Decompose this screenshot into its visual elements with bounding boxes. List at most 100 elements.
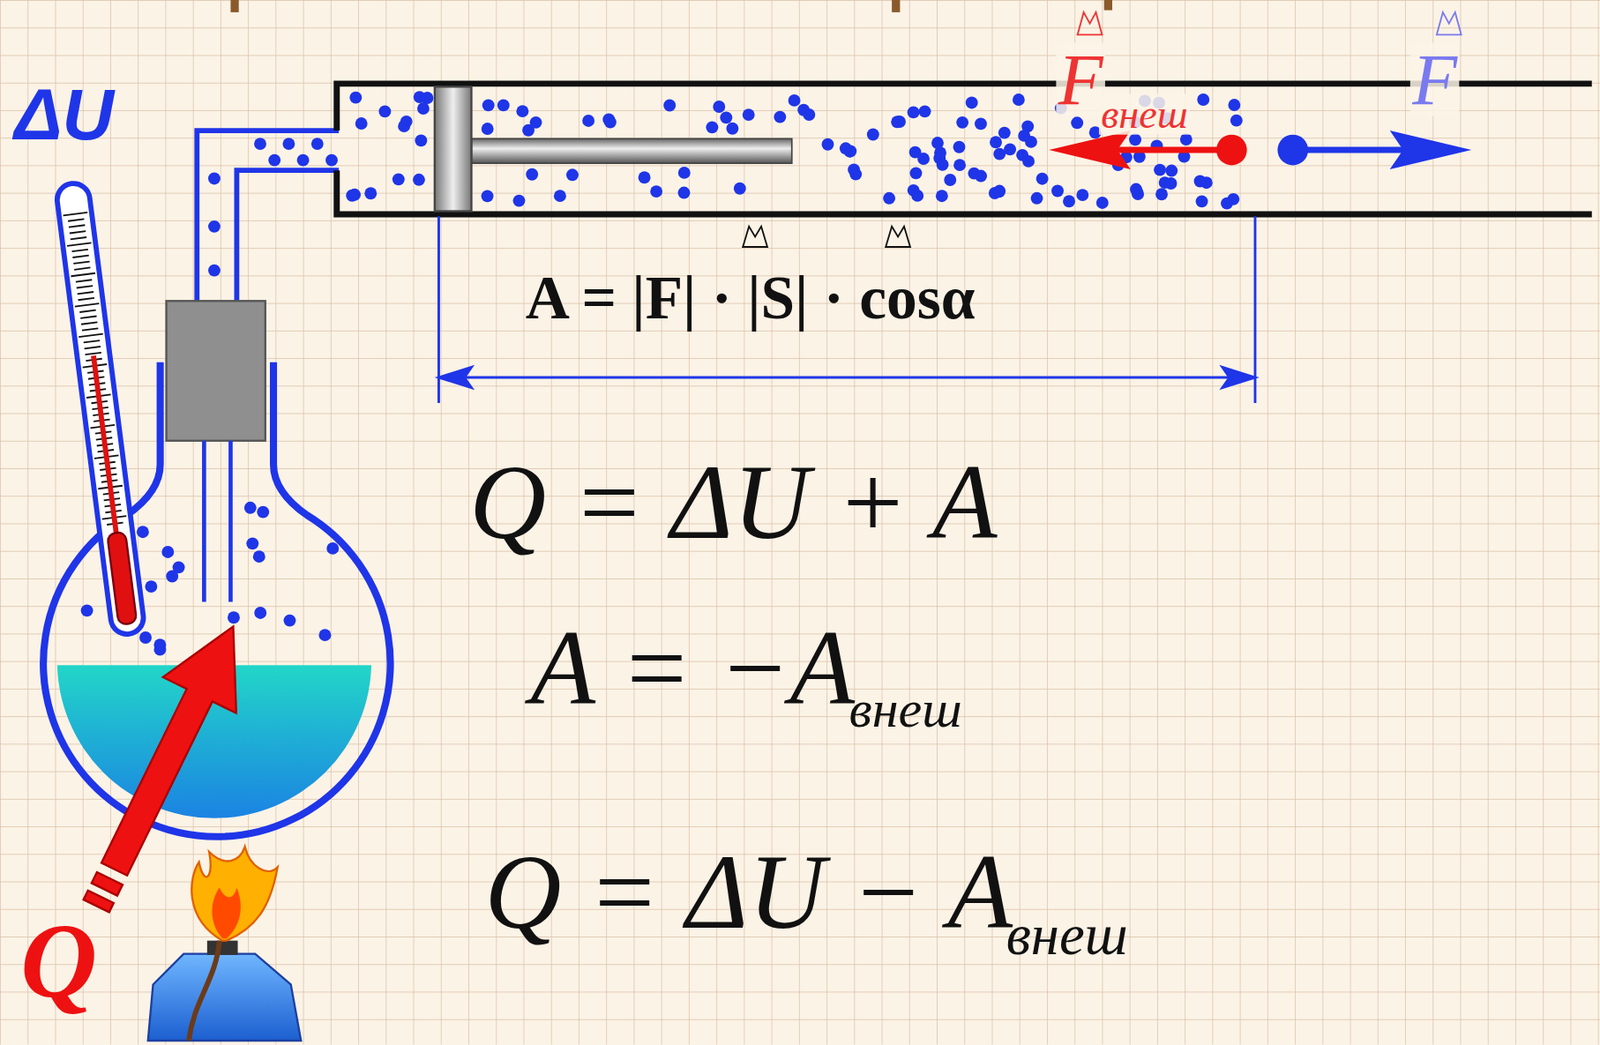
scale-tick	[63, 212, 89, 217]
scale-tick	[82, 328, 98, 330]
molecule	[893, 115, 906, 128]
molecule	[1128, 133, 1142, 146]
scale-tick	[83, 340, 100, 343]
molecule	[1227, 98, 1241, 112]
subscript: внеш	[849, 682, 963, 736]
scale-tick	[74, 267, 90, 270]
scale-tick	[77, 291, 94, 294]
scale-tick	[78, 334, 104, 338]
molecule	[1012, 93, 1025, 106]
molecule	[1031, 192, 1044, 205]
molecule	[253, 550, 266, 563]
molecule	[139, 631, 152, 644]
molecule	[256, 506, 270, 519]
scale-tick	[72, 249, 89, 252]
external-force-arrow	[1048, 130, 1247, 170]
heat-arrow	[59, 608, 270, 925]
molecule	[993, 148, 1006, 161]
molecule	[414, 134, 427, 147]
molecule	[319, 628, 332, 642]
molecule	[638, 171, 651, 184]
molecule	[246, 537, 259, 550]
molecule	[326, 542, 339, 555]
gas-force-arrow	[1277, 130, 1472, 170]
work-relation: A = −A	[530, 615, 855, 722]
molecule	[311, 137, 324, 150]
molecule	[1062, 194, 1076, 208]
vector-marks	[742, 12, 1461, 247]
gas-molecules	[81, 90, 1243, 656]
work-formula: A = |F| · |S| · cosα	[525, 267, 976, 329]
molecule	[650, 185, 663, 198]
molecule	[348, 188, 361, 202]
molecule	[867, 128, 880, 142]
top-marks	[230, 0, 1113, 13]
molecule	[1022, 155, 1035, 168]
molecule	[604, 116, 617, 129]
molecule	[553, 189, 567, 202]
molecule	[773, 111, 786, 124]
molecule	[208, 264, 221, 277]
force-symbol: F	[1055, 43, 1106, 117]
subscript: внеш	[1006, 905, 1129, 964]
molecule	[582, 114, 595, 128]
molecule	[364, 186, 377, 200]
molecule	[1003, 142, 1017, 156]
molecule	[1220, 197, 1234, 210]
molecule	[81, 604, 94, 617]
molecule	[1051, 185, 1064, 198]
molecule	[400, 115, 413, 128]
molecule	[1158, 176, 1172, 189]
molecule	[998, 127, 1011, 140]
molecule	[208, 172, 221, 186]
molecule	[931, 136, 944, 150]
scale-tick	[67, 242, 92, 247]
molecule	[136, 525, 150, 539]
scale-tick	[80, 316, 97, 319]
molecule	[1196, 93, 1210, 106]
molecule	[412, 173, 426, 187]
molecule	[953, 158, 966, 172]
molecule	[1129, 183, 1143, 196]
molecule	[1180, 133, 1193, 146]
molecule	[993, 185, 1006, 198]
molecule	[530, 116, 543, 129]
molecule	[482, 98, 495, 112]
molecule	[525, 168, 539, 181]
molecule	[849, 168, 862, 181]
molecule	[378, 104, 391, 118]
molecule	[935, 189, 949, 202]
scale-tick	[81, 321, 98, 324]
molecule	[153, 638, 166, 651]
subscript: внеш	[1099, 93, 1190, 135]
molecule	[1076, 188, 1089, 202]
molecule	[566, 168, 579, 181]
molecule	[144, 580, 158, 593]
molecule	[282, 137, 295, 150]
spirit-lamp	[148, 846, 302, 1041]
molecule	[882, 192, 896, 205]
molecule	[481, 189, 494, 202]
molecule	[1096, 196, 1109, 210]
molecule	[956, 116, 969, 129]
molecule	[822, 138, 835, 151]
molecule	[254, 137, 267, 150]
molecule	[227, 611, 240, 624]
scale-tick	[70, 273, 96, 277]
molecule	[910, 166, 923, 180]
scale-tick	[75, 279, 92, 282]
molecule	[1036, 172, 1049, 186]
molecule	[355, 117, 368, 130]
piston-rod	[471, 138, 792, 164]
scale-tick	[68, 224, 85, 227]
molecule	[943, 173, 957, 187]
molecule	[705, 120, 718, 134]
cylinder	[336, 83, 1593, 215]
molecule	[678, 166, 691, 180]
piston	[434, 86, 472, 211]
molecule	[515, 104, 529, 118]
molecule	[1196, 194, 1209, 208]
molecule	[907, 184, 920, 197]
molecule	[725, 122, 739, 135]
molecule	[325, 154, 338, 167]
